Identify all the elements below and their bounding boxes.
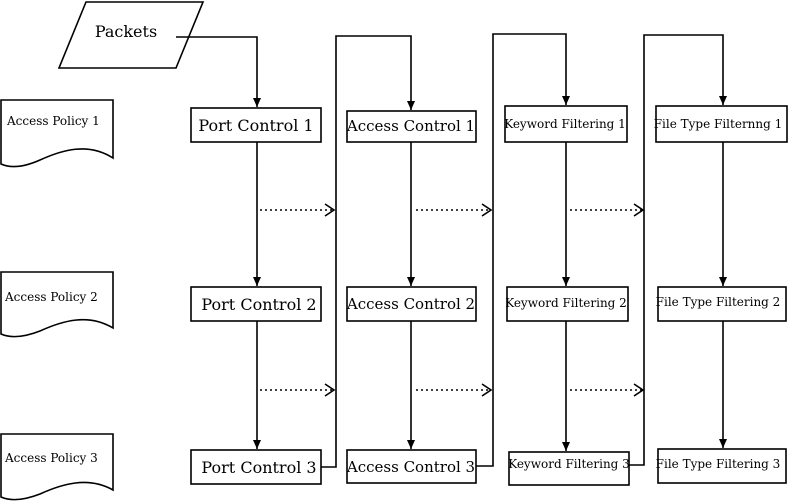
keyword-filtering-3-box: Keyword Filtering 3 — [508, 451, 630, 486]
file-type-filtering-1-box: File Type Filternng 1 — [654, 105, 788, 143]
access-control-3-box: Access Control 3 — [346, 449, 477, 484]
access-policy-1-label: Access Policy 1 — [6, 114, 100, 128]
port-control-2-box: Port Control 2 — [190, 286, 322, 322]
keyword-filtering-1-label: Keyword Filtering 1 — [504, 117, 626, 131]
access-control-1-label: Access Control 1 — [346, 117, 475, 135]
access-policy-2-label: Access Policy 2 — [4, 290, 98, 304]
access-control-3-label: Access Control 3 — [346, 458, 475, 476]
port-to-access-control-connector — [321, 35, 415, 468]
access-control-1-box: Access Control 1 — [346, 110, 477, 143]
keyword-filtering-3-label: Keyword Filtering 3 — [508, 457, 630, 471]
port-control-1-label: Port Control 1 — [198, 116, 313, 135]
access-policy-3-label: Access Policy 3 — [4, 451, 98, 465]
port-control-1-box: Port Control 1 — [190, 107, 322, 143]
access-policy-3-doc: Access Policy 3 — [0, 433, 114, 501]
file-type-filtering-2-label: File Type Filtering 2 — [656, 295, 781, 309]
access-to-keyword-connector — [476, 33, 570, 467]
file-type-filtering-1-label: File Type Filternng 1 — [654, 117, 783, 131]
keyword-filtering-2-box: Keyword Filtering 2 — [505, 286, 629, 322]
file-type-filtering-2-box: File Type Filtering 2 — [656, 286, 787, 322]
port-control-3-label: Port Control 3 — [201, 458, 316, 477]
access-control-2-label: Access Control 2 — [346, 295, 475, 313]
file-type-filtering-3-label: File Type Filtering 3 — [656, 457, 781, 471]
packets-node: Packets — [57, 1, 205, 69]
packets-to-port-control-arrow — [176, 36, 261, 107]
port-control-2-label: Port Control 2 — [201, 295, 316, 314]
keyword-filtering-2-label: Keyword Filtering 2 — [505, 296, 627, 310]
file-type-filtering-3-box: File Type Filtering 3 — [656, 448, 787, 484]
access-policy-1-doc: Access Policy 1 — [0, 99, 114, 168]
packets-label: Packets — [95, 22, 157, 41]
keyword-to-filetype-connector — [629, 34, 727, 466]
port-control-3-box: Port Control 3 — [190, 449, 322, 485]
access-control-2-box: Access Control 2 — [346, 286, 477, 322]
keyword-filtering-1-box: Keyword Filtering 1 — [504, 105, 628, 143]
access-policy-2-doc: Access Policy 2 — [0, 271, 114, 338]
